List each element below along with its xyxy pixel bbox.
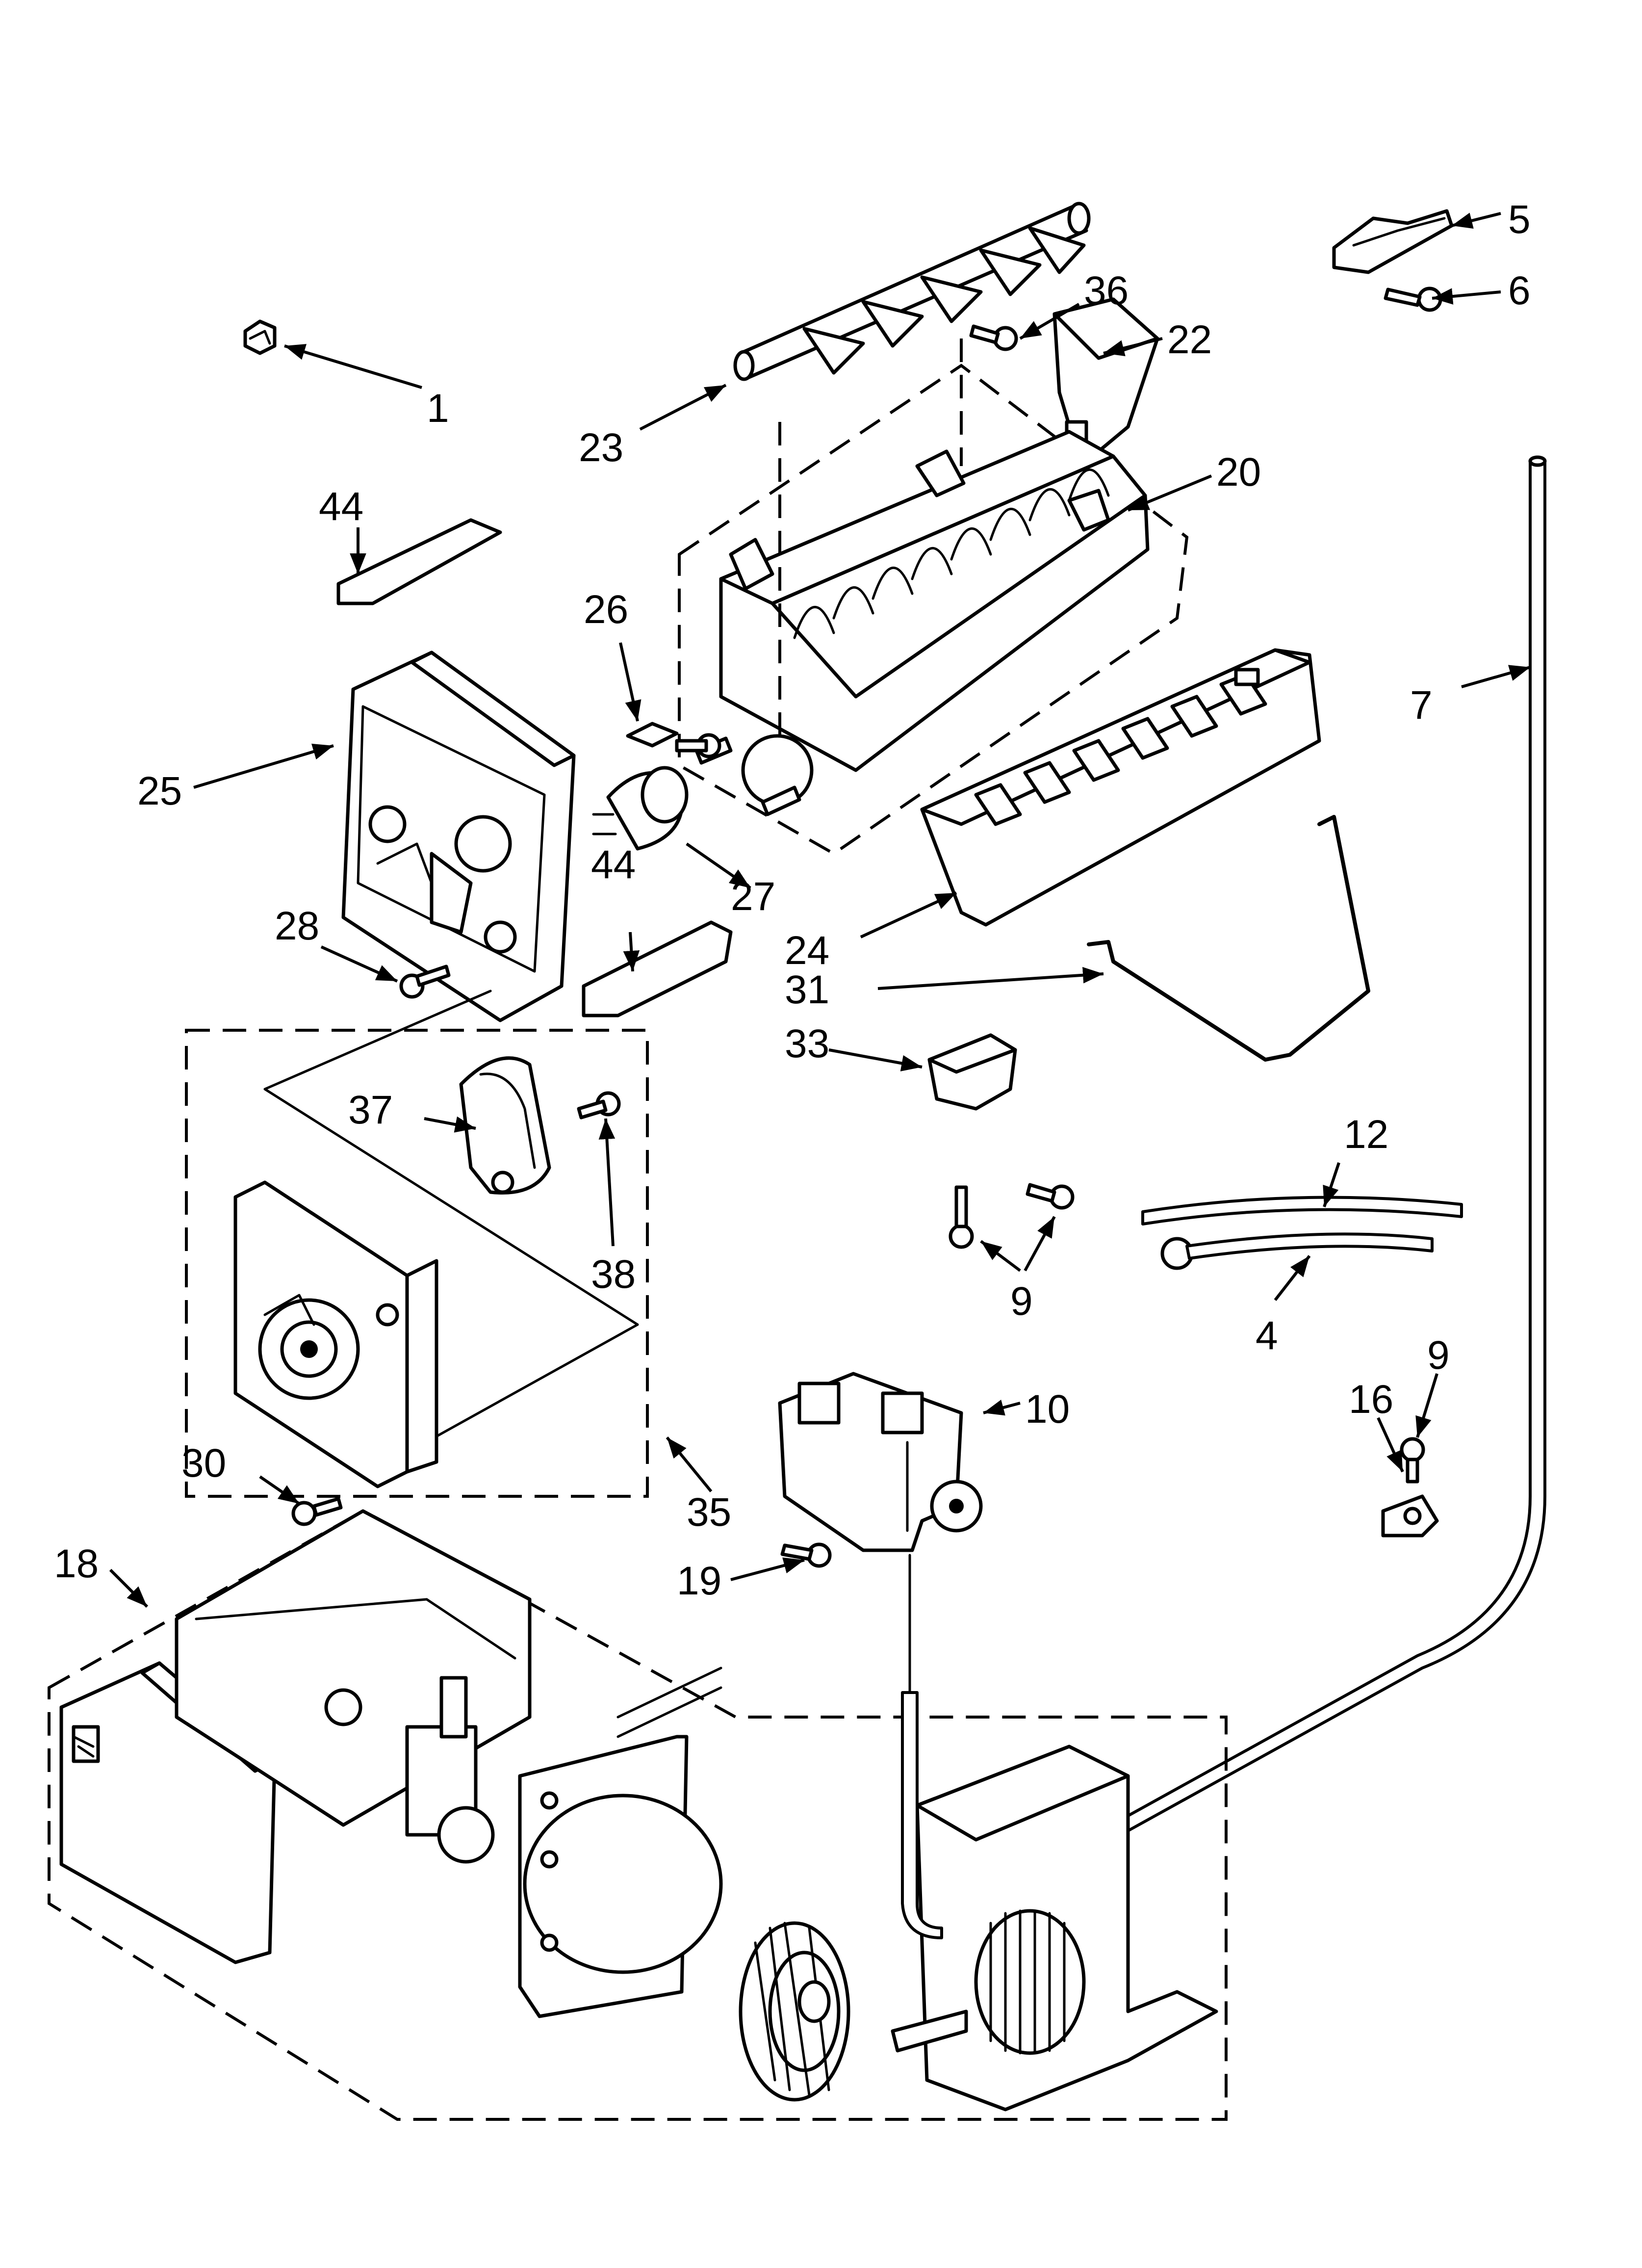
part-ejector xyxy=(733,202,1091,381)
callout-31: 31 xyxy=(785,967,829,1012)
callout-7: 7 xyxy=(1410,683,1433,728)
part-fan-shroud xyxy=(518,1667,723,2018)
part-module-housing xyxy=(341,651,576,1022)
part-screw-38 xyxy=(577,1091,621,1120)
callout-37: 37 xyxy=(348,1088,393,1132)
callout-labels: 1 4 5 6 7 9 9 10 12 16 18 19 20 22 23 24… xyxy=(54,197,1531,1603)
part-cover xyxy=(927,1033,1017,1111)
callout-9: 9 xyxy=(1010,1279,1033,1324)
callout-9: 9 xyxy=(1427,1333,1450,1378)
part-fill-tube xyxy=(999,455,1547,1900)
part-dispenser-frame xyxy=(175,1509,532,1864)
part-small-clip xyxy=(626,722,721,758)
dispenser-dashed-boundary xyxy=(48,1509,1228,2121)
leader-lines xyxy=(109,212,1531,1608)
part-tube-12 xyxy=(1141,1196,1463,1225)
callout-1: 1 xyxy=(427,386,449,431)
callout-20: 20 xyxy=(1216,450,1261,495)
callout-27: 27 xyxy=(731,874,775,919)
callout-44: 44 xyxy=(319,484,363,529)
callout-33: 33 xyxy=(785,1021,829,1066)
part-tube-4 xyxy=(1160,1232,1434,1270)
mold-dashed-boundary xyxy=(678,364,1189,856)
guide-line xyxy=(263,990,639,1326)
guide-line xyxy=(415,1323,639,1449)
part-screws-9 xyxy=(949,1183,1075,1249)
callout-5: 5 xyxy=(1508,197,1531,242)
callout-36: 36 xyxy=(1084,268,1129,313)
callout-35: 35 xyxy=(687,1490,731,1535)
part-screw-19 xyxy=(780,1542,832,1568)
callout-26: 26 xyxy=(584,587,628,632)
part-shutoff-arm xyxy=(1087,815,1370,1062)
callout-24: 24 xyxy=(785,928,829,973)
part-screw-30 xyxy=(291,1497,343,1526)
callout-44: 44 xyxy=(591,842,636,887)
part-fill-cup xyxy=(1052,297,1159,453)
callout-4: 4 xyxy=(1256,1313,1278,1358)
callout-10: 10 xyxy=(1025,1387,1070,1432)
part-clamp xyxy=(1381,1494,1439,1538)
callout-38: 38 xyxy=(591,1252,636,1297)
callout-28: 28 xyxy=(275,904,319,948)
callout-12: 12 xyxy=(1344,1112,1388,1157)
motor-assembly-dashed-boundary xyxy=(185,1029,649,1498)
part-screw-9-right xyxy=(1400,1437,1425,1484)
callout-23: 23 xyxy=(579,425,623,470)
part-valve-tube xyxy=(901,1554,943,1939)
part-bracket-44-bottom xyxy=(582,920,733,1017)
part-stripper xyxy=(920,648,1321,927)
part-fan-blade xyxy=(739,1921,850,2102)
callout-19: 19 xyxy=(677,1559,721,1603)
part-clip xyxy=(243,319,277,355)
callout-6: 6 xyxy=(1508,268,1531,313)
part-screw-28 xyxy=(399,965,451,999)
part-motor-housing xyxy=(233,1180,438,1488)
part-bracket-44-top xyxy=(336,518,502,605)
part-screw-36 xyxy=(969,324,1018,351)
part-ice-mold xyxy=(694,430,1150,816)
callout-18: 18 xyxy=(54,1541,99,1586)
callout-22: 22 xyxy=(1167,317,1212,362)
callout-25: 25 xyxy=(137,769,182,813)
part-motor-plug xyxy=(592,766,689,851)
callout-30: 30 xyxy=(181,1441,226,1486)
part-motor xyxy=(459,1056,551,1195)
callout-16: 16 xyxy=(1349,1377,1393,1422)
part-bracket xyxy=(1332,209,1454,274)
part-auger-housing xyxy=(891,1745,1218,2112)
part-water-valve xyxy=(778,1372,983,1552)
